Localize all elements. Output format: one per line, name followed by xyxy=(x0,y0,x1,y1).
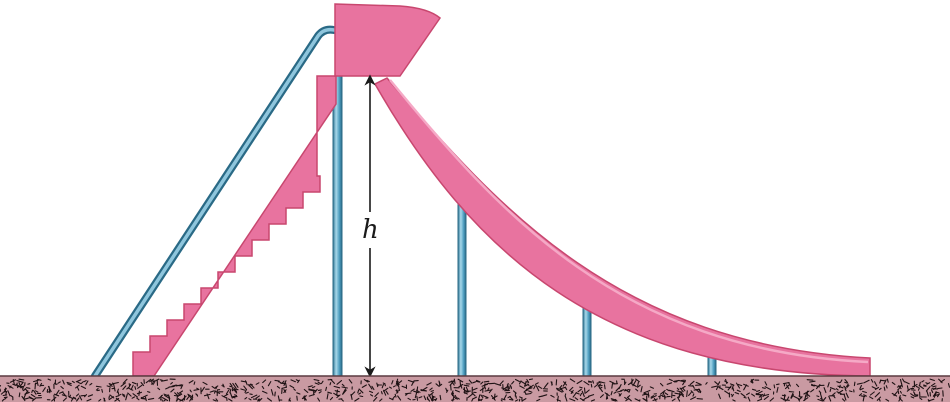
ground-texture xyxy=(0,378,950,402)
top-platform xyxy=(334,3,442,77)
height-label: h xyxy=(362,215,379,245)
main-support-pole xyxy=(332,75,343,377)
slide-chute xyxy=(373,77,871,377)
height-dimension: h xyxy=(362,74,379,378)
ground xyxy=(0,375,950,402)
ladder-handrail xyxy=(91,25,338,380)
staircase xyxy=(132,75,337,377)
